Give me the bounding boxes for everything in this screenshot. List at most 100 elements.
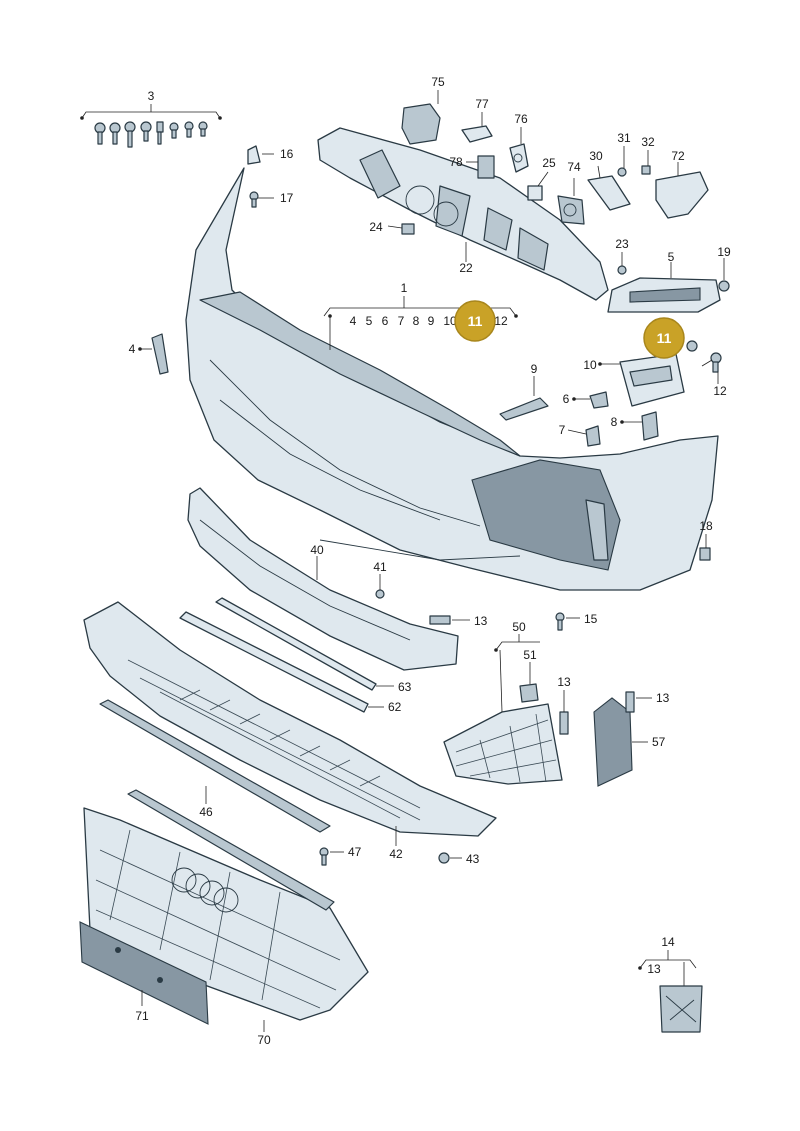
highlight-badge-11-group: 11	[454, 300, 496, 342]
clip-13c	[625, 691, 652, 713]
callout-40: 40	[310, 543, 324, 557]
clip-13a	[429, 615, 470, 625]
callout-12: 12	[713, 384, 727, 398]
bracket-9	[499, 376, 549, 421]
grille-70	[83, 789, 369, 1032]
lower-grille-42	[83, 601, 497, 846]
callout-13d: 13	[647, 962, 661, 976]
nut-32	[641, 150, 651, 175]
callout-77: 77	[475, 97, 489, 111]
strip-63	[215, 597, 394, 691]
callout-4: 4	[129, 342, 136, 356]
clip-51	[519, 662, 539, 703]
clip-25	[527, 171, 549, 201]
callout-9: 9	[531, 362, 538, 376]
screw-12	[701, 352, 722, 384]
plate-holder-71	[79, 921, 209, 1025]
guide-10	[600, 353, 685, 407]
clip-7	[567, 425, 601, 447]
group1-member-4: 4	[350, 314, 357, 328]
bracket-5	[607, 262, 721, 313]
bracket-72	[655, 162, 709, 219]
callout-14: 14	[661, 935, 675, 949]
repair-kit-14	[639, 950, 703, 1033]
holder-78	[466, 155, 495, 179]
sensor-75	[401, 90, 441, 145]
clip-24	[387, 223, 415, 235]
callout-25: 25	[542, 156, 556, 170]
callout-15: 15	[584, 612, 598, 626]
callout-24: 24	[369, 220, 383, 234]
callout-41: 41	[373, 560, 387, 574]
group1-member-5: 5	[366, 314, 373, 328]
callout-1: 1	[401, 281, 408, 295]
side-grille-50	[443, 634, 563, 785]
screw-15	[555, 612, 580, 631]
callout-32: 32	[641, 135, 655, 149]
callout-6: 6	[563, 392, 570, 406]
strip-62	[179, 611, 384, 713]
trim-4	[140, 333, 169, 375]
bracket-8	[622, 411, 659, 441]
clip-13b	[559, 690, 569, 735]
screw-47	[319, 847, 344, 866]
callout-13b: 13	[557, 675, 571, 689]
callout-17: 17	[280, 191, 294, 205]
bracket-30	[587, 165, 631, 211]
group1-member-7: 7	[398, 314, 405, 328]
screw-41	[375, 574, 385, 599]
callout-78: 78	[449, 155, 463, 169]
callout-43: 43	[466, 852, 480, 866]
clip-16	[247, 145, 274, 165]
group1-member-8: 8	[413, 314, 420, 328]
screw-23	[617, 252, 627, 275]
callout-labels: 3 75 77 76 78 31 32 30 72 25 74 16 17 24…	[129, 75, 731, 1047]
screw-31	[617, 146, 627, 177]
highlight-badge-11-label: 11	[468, 313, 483, 329]
callout-70: 70	[257, 1033, 271, 1047]
bracket-76	[509, 127, 529, 173]
group-1-bracket	[323, 296, 517, 350]
callout-50: 50	[512, 620, 526, 634]
callout-23: 23	[615, 237, 629, 251]
group1-member-12: 12	[494, 314, 508, 328]
bumper-cover-1	[185, 167, 719, 591]
bumper-carrier-22	[317, 127, 609, 301]
callout-7: 7	[559, 423, 566, 437]
callout-46: 46	[199, 805, 213, 819]
clip-18	[699, 534, 711, 561]
callout-16: 16	[280, 147, 294, 161]
callout-72: 72	[671, 149, 685, 163]
clip-77	[461, 112, 493, 143]
group1-member-6: 6	[382, 314, 389, 328]
cover-57	[593, 697, 648, 787]
sensor-74	[557, 178, 585, 225]
callout-19: 19	[717, 245, 731, 259]
callout-75: 75	[431, 75, 445, 89]
screw-43	[438, 852, 462, 864]
callout-13a: 13	[474, 614, 488, 628]
callout-8: 8	[611, 415, 618, 429]
group1-member-9: 9	[428, 314, 435, 328]
callout-71: 71	[135, 1009, 149, 1023]
callout-57: 57	[652, 735, 666, 749]
callout-30: 30	[589, 149, 603, 163]
highlight-badge-11-part: 11	[643, 317, 685, 359]
callout-42: 42	[389, 847, 403, 861]
strip-46	[99, 699, 331, 833]
clip-19	[718, 258, 730, 292]
screw-17	[249, 191, 274, 208]
callout-5: 5	[668, 250, 675, 264]
callout-10: 10	[583, 358, 597, 372]
screw-set-3	[81, 104, 221, 148]
callout-13c: 13	[656, 691, 670, 705]
callout-74: 74	[567, 160, 581, 174]
callout-22: 22	[459, 261, 473, 275]
clip-6	[574, 391, 609, 409]
callout-31: 31	[617, 131, 631, 145]
callout-76: 76	[514, 112, 528, 126]
callout-63: 63	[398, 680, 412, 694]
callout-62: 62	[388, 700, 402, 714]
group1-member-10: 10	[443, 314, 457, 328]
